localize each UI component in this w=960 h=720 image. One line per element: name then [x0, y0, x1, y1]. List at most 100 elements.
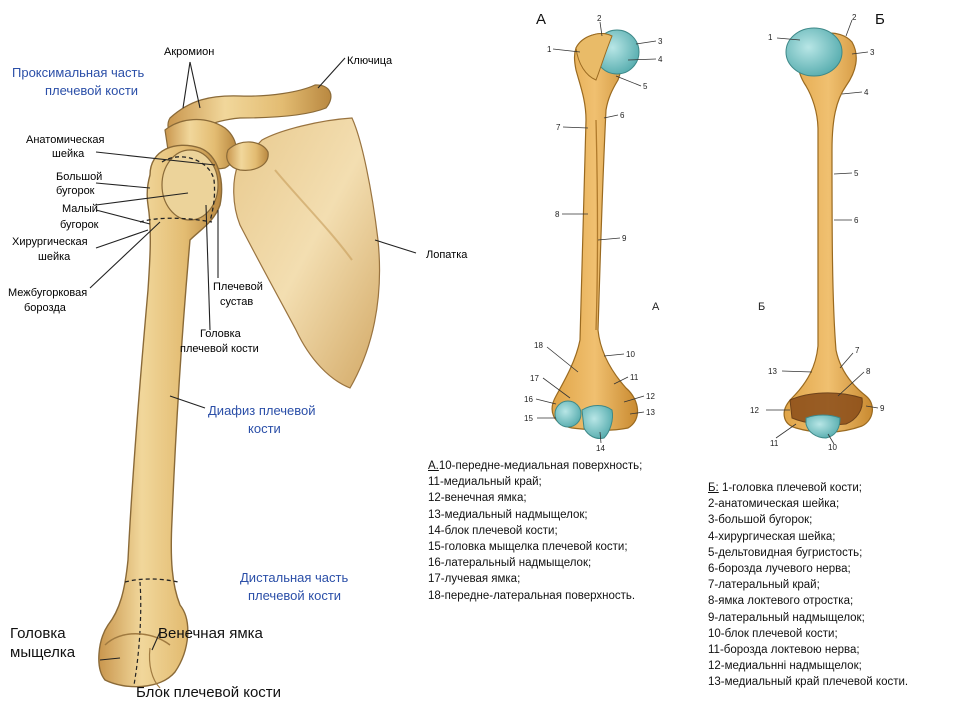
legend-a-item: 15-головка мыщелка плечевой кости; — [428, 540, 628, 553]
legend-b-item: 7-латеральный край; — [708, 579, 820, 592]
legend-b-item: 5-дельтовидная бугристость; — [708, 546, 863, 559]
b-subtitle: Б — [758, 301, 765, 313]
legend-b-item: 9-латеральный надмыщелок; — [708, 611, 865, 624]
a-num-10: 10 — [626, 350, 635, 359]
a-num-8: 8 — [555, 210, 560, 219]
b-num-12: 12 — [750, 406, 759, 415]
label-proximal: Проксимальная часть — [12, 65, 144, 80]
humerus-b-head — [785, 27, 843, 77]
legend-b-item: 12-медиальнні надмыщелок; — [708, 660, 862, 673]
label-trochlea: Блок плечевой кости — [136, 684, 281, 701]
b-num-11: 11 — [770, 439, 779, 448]
legend-b-item: 11-борозда локтевою нерва; — [708, 643, 860, 656]
humerus-a-numbers: 1 2 3 4 5 6 7 8 9 10 11 12 13 14 15 16 1… — [524, 14, 663, 453]
legend-a-item: 16-латеральный надмыщелок; — [428, 557, 592, 570]
legend-b-prefix: Б: — [708, 482, 719, 494]
a-num-5: 5 — [643, 82, 648, 91]
label-lesser-tub: Малый — [62, 203, 98, 215]
label-distal: Дистальная часть — [240, 570, 348, 585]
label-anat-neck: Анатомическая — [26, 134, 105, 146]
legend-b-item: 10-блок плечевой кости; — [708, 627, 838, 640]
legend-b-row: Б: 1-головка плечевой кости; — [708, 480, 908, 496]
humerus-a-illustration — [551, 29, 640, 439]
b-num-8: 8 — [866, 367, 871, 376]
a-num-4: 4 — [658, 55, 663, 64]
label-proximal-2: плечевой кости — [45, 83, 138, 98]
a-num-6: 6 — [620, 111, 625, 120]
b-num-4: 4 — [864, 88, 869, 97]
b-num-1: 1 — [768, 33, 773, 42]
legend-b-item: 1-головка плечевой кости; — [718, 482, 863, 494]
left-labels: Проксимальная часть плечевой кости Акром… — [8, 46, 468, 701]
a-num-18: 18 — [534, 341, 543, 350]
a-num-11: 11 — [630, 373, 639, 382]
a-num-3: 3 — [658, 37, 663, 46]
legend-b-item: 3-большой бугорок; — [708, 514, 813, 527]
a-num-15: 15 — [524, 414, 533, 423]
a-subtitle: А — [652, 301, 660, 313]
label-greater-tub: Большой — [56, 171, 102, 183]
label-diaphysis-2: кости — [248, 421, 281, 436]
legend-b-item: 6-борозда лучевого нерва; — [708, 562, 851, 575]
label-joint: Плечевой — [213, 281, 263, 293]
legend-b-item: 4-хирургическая шейка; — [708, 530, 836, 543]
legend-a: А.10-передне-медиальная поверхность; 11-… — [428, 458, 642, 604]
legend-a-item: 18-передне-латеральная поверхность. — [428, 589, 636, 602]
label-lesser-tub-2: бугорок — [60, 219, 99, 231]
label-intertub: Межбугорковая — [8, 287, 87, 299]
legend-b-item: 8-ямка локтевого отростка; — [708, 595, 854, 608]
scapula-shape — [233, 117, 381, 389]
humerus-b-numbers: 1 2 3 4 5 6 7 8 9 10 11 12 13 — [750, 13, 885, 452]
label-greater-tub-2: бугорок — [56, 185, 95, 197]
label-acromion: Акромион — [164, 46, 214, 58]
label-surg-neck-2: шейка — [38, 251, 71, 263]
legend-b-item: 2-анатомическая шейка; — [708, 498, 840, 511]
label-clavicle: Ключица — [347, 55, 393, 67]
legend-a-item: 10-передне-медиальная поверхность; — [438, 460, 643, 472]
a-num-17: 17 — [530, 374, 539, 383]
b-num-5: 5 — [854, 169, 859, 178]
legend-b-item: 13-медиальный край плечевой кости. — [708, 676, 909, 689]
humerus-b-leaders — [766, 19, 879, 445]
legend-a-item: 12-венечная ямка; — [428, 492, 527, 505]
legend-b: Б: 1-головка плечевой кости; 2-анатомиче… — [708, 480, 908, 690]
b-num-13: 13 — [768, 367, 777, 376]
humerus-a-leaders — [535, 21, 657, 444]
a-title: А — [536, 11, 546, 28]
label-capitulum-2: мыщелка — [10, 644, 76, 661]
a-num-1: 1 — [547, 45, 552, 54]
a-num-14: 14 — [596, 444, 605, 453]
label-capitulum: Головка — [10, 625, 66, 642]
label-intertub-2: борозда — [24, 302, 67, 314]
left-leader-lines — [89, 57, 417, 661]
a-num-9: 9 — [622, 234, 627, 243]
a-num-2: 2 — [597, 14, 602, 23]
a-num-12: 12 — [646, 392, 655, 401]
label-diaphysis: Диафиз плечевой — [208, 403, 316, 418]
humerus-left-shape — [98, 144, 223, 688]
a-num-13: 13 — [646, 408, 655, 417]
b-title: Б — [875, 11, 885, 28]
legend-a-item: 11-медиальный край; — [428, 476, 542, 489]
label-distal-2: плечевой кости — [248, 588, 341, 603]
b-num-10: 10 — [828, 443, 837, 452]
legend-a-row: А.10-передне-медиальная поверхность; — [428, 458, 642, 474]
humerus-a-shape — [551, 33, 639, 431]
legend-a-prefix: А. — [428, 460, 439, 472]
left-skeleton-illustration — [98, 84, 381, 689]
label-head: Головка — [200, 328, 242, 340]
b-num-2: 2 — [852, 13, 857, 22]
label-scapula: Лопатка — [426, 249, 468, 261]
label-surg-neck: Хирургическая — [12, 236, 88, 248]
legend-a-item: 17-лучевая ямка; — [428, 573, 521, 586]
a-num-16: 16 — [524, 395, 533, 404]
b-num-9: 9 — [880, 404, 885, 413]
b-num-6: 6 — [854, 216, 859, 225]
a-num-7: 7 — [556, 123, 561, 132]
legend-a-item: 14-блок плечевой кости; — [428, 524, 558, 537]
legend-a-item: 13-медиальный надмыщелок; — [428, 508, 588, 521]
b-num-7: 7 — [855, 346, 860, 355]
label-anat-neck-2: шейка — [52, 148, 85, 160]
label-coronoid: Венечная ямка — [158, 625, 264, 642]
